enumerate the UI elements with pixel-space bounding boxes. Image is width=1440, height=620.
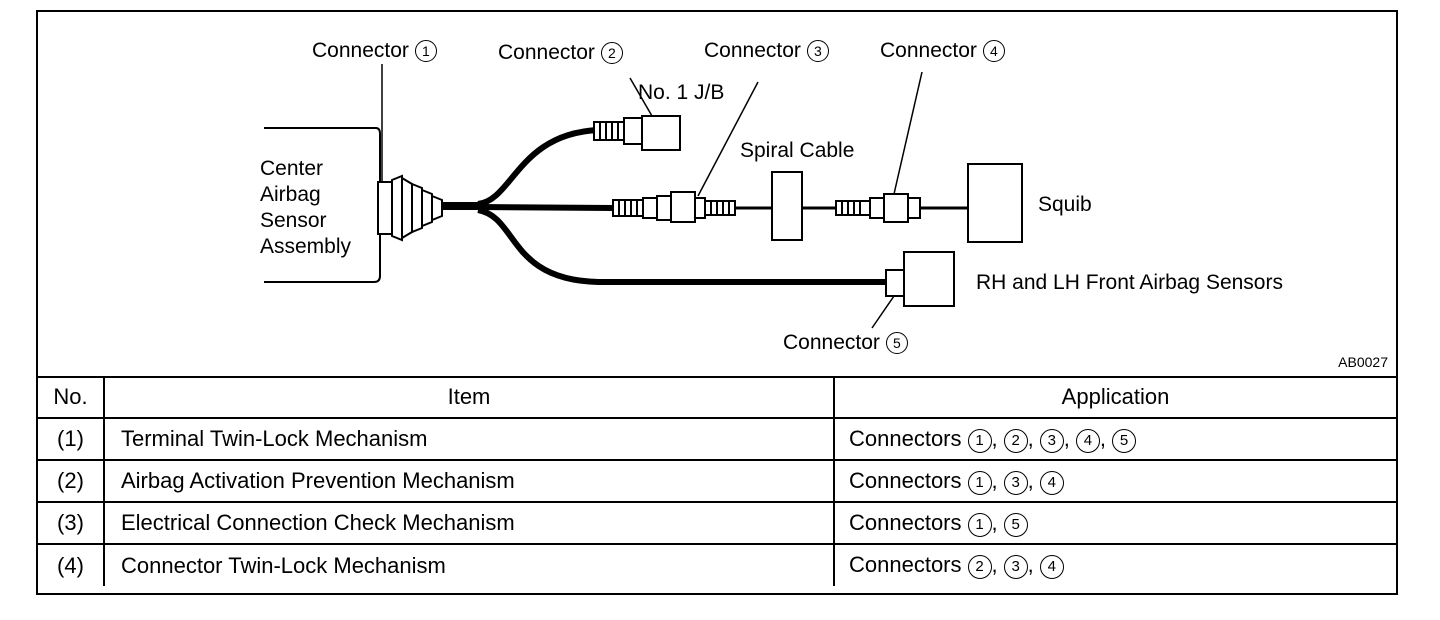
connector-4-number: 4 — [982, 40, 1005, 62]
wiring-diagram-svg — [264, 64, 1023, 329]
header-application: Application — [833, 376, 1396, 418]
connector-number: 5 — [1003, 512, 1028, 537]
header-item: Item — [103, 376, 834, 418]
row-no: (3) — [38, 501, 104, 544]
row-item: Terminal Twin-Lock Mechanism — [103, 417, 834, 460]
application-prefix: Connectors — [849, 509, 962, 535]
connector-1-body — [377, 181, 393, 235]
connector-number: 3 — [1039, 428, 1064, 453]
row-item: Airbag Activation Prevention Mechanism — [103, 459, 834, 502]
squib-box — [967, 163, 1023, 243]
connector-number: 2 — [967, 555, 992, 579]
center-sensor-line: Airbag — [260, 183, 321, 206]
table-row: (2) Airbag Activation Prevention Mechani… — [38, 459, 1396, 502]
spiral-cable-label: Spiral Cable — [740, 139, 855, 162]
table-row: (3) Electrical Connection Check Mechanis… — [38, 501, 1396, 544]
center-sensor-line: Assembly — [260, 235, 352, 258]
connector-number: 1 — [967, 428, 992, 453]
row-no: (2) — [38, 459, 104, 502]
connector-number: 5 — [1112, 428, 1137, 453]
center-sensor-line: Sensor — [260, 209, 327, 232]
connector-2 — [593, 115, 681, 151]
table-row: (4) Connector Twin-Lock Mechanism Connec… — [38, 543, 1396, 586]
application-prefix: Connectors — [849, 425, 962, 451]
connector-5 — [885, 251, 955, 307]
row-no: (4) — [38, 543, 104, 586]
center-sensor-label: Center Airbag Sensor Assembly — [260, 156, 351, 260]
header-no: No. — [53, 383, 88, 409]
row-no: (1) — [38, 417, 104, 460]
connector-2-number: 2 — [600, 42, 623, 64]
connector-3-number: 3 — [806, 40, 829, 62]
connector-number: 4 — [1039, 555, 1064, 579]
harness — [442, 127, 888, 285]
connector-5-number: 5 — [885, 332, 908, 354]
connector-number: 1 — [967, 512, 992, 537]
connector-number: 3 — [1003, 555, 1028, 579]
squib-label: Squib — [1038, 193, 1092, 216]
connector-number: 3 — [1003, 470, 1028, 495]
spiral-cable-box — [771, 171, 803, 241]
connector-number: 2 — [1003, 428, 1028, 453]
row-item: Connector Twin-Lock Mechanism — [103, 543, 834, 586]
table-row: (1) Terminal Twin-Lock Mechanism Connect… — [38, 417, 1396, 460]
connector-number: 4 — [1039, 470, 1064, 495]
front-sensors-label: RH and LH Front Airbag Sensors — [976, 271, 1283, 294]
connector-number: 4 — [1075, 428, 1100, 453]
center-sensor-line: Center — [260, 157, 324, 180]
jb-label: No. 1 J/B — [638, 81, 725, 104]
mechanism-table: No. Item Application (1) Terminal Twin-L… — [38, 376, 1396, 586]
application-prefix: Connectors — [849, 552, 962, 577]
table-header-row: No. Item Application — [38, 376, 1396, 418]
figure-code: AB0027 — [1338, 354, 1388, 370]
leader-lines — [381, 64, 923, 329]
row-item: Electrical Connection Check Mechanism — [103, 501, 834, 544]
connector-4 — [835, 193, 921, 223]
connector-1-boot — [391, 174, 443, 242]
connector-1-number: 1 — [414, 40, 437, 62]
connector-3 — [612, 191, 736, 223]
application-prefix: Connectors — [849, 467, 962, 493]
connector-number: 1 — [967, 470, 992, 495]
